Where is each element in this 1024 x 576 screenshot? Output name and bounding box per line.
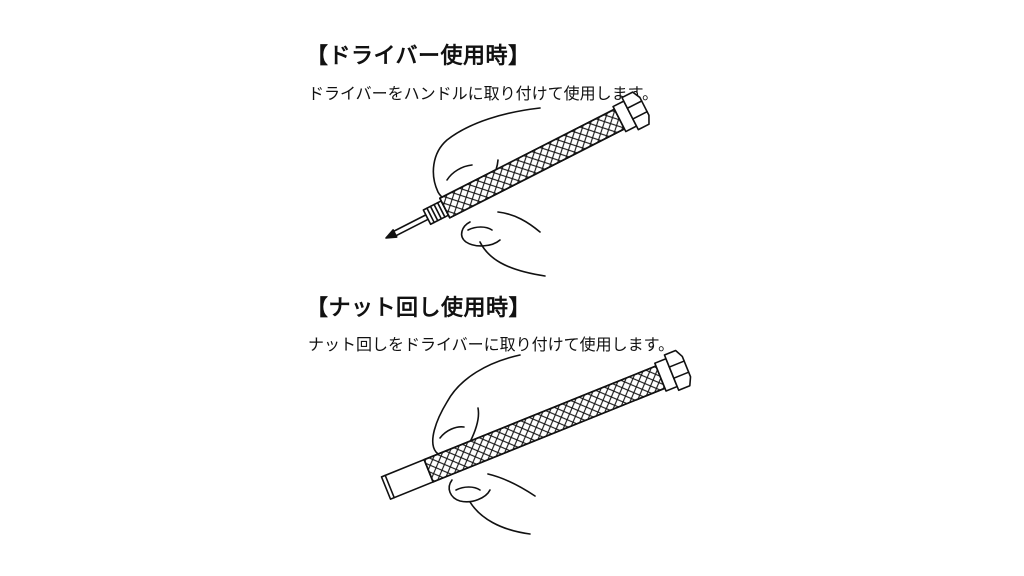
- section-description-driver: ドライバーをハンドルに取り付けて使用します。: [308, 84, 659, 103]
- hand-holding-nut-driver-icon: [380, 349, 692, 535]
- hand-holding-screwdriver-icon: [385, 91, 650, 277]
- section-description-nut-driver: ナット回しをドライバーに取り付けて使用します。: [308, 335, 675, 354]
- section-heading-nut-driver: 【ナット回し使用時】: [306, 296, 532, 321]
- section-heading-driver: 【ドライバー使用時】: [306, 44, 531, 69]
